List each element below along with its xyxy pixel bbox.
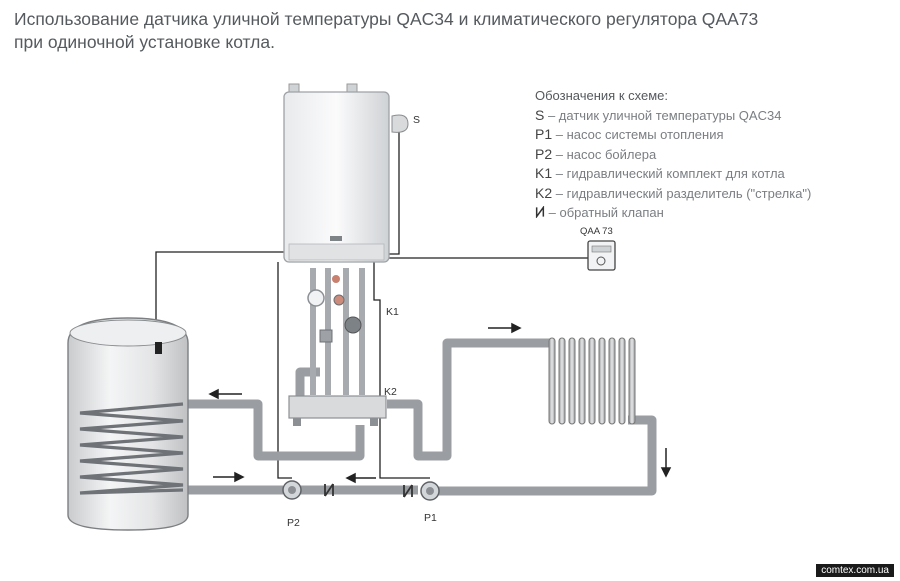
legend-text: – гидравлический комплект для котла — [555, 166, 785, 181]
pump-p1 — [420, 481, 440, 501]
tank-temperature-sensor — [155, 342, 162, 354]
flow-arrows — [208, 322, 672, 484]
legend-item: K2 – гидравлический разделитель ("стрелк… — [535, 184, 811, 204]
diagram-title: Использование датчика уличной температур… — [14, 8, 758, 54]
legend-key: S — [535, 106, 545, 123]
check-valve-icon — [535, 206, 545, 218]
label-p2: P2 — [287, 517, 300, 529]
legend-text: – обратный клапан — [548, 205, 664, 220]
outdoor-sensor-s — [391, 114, 409, 133]
legend-heading: Обозначения к схеме: — [535, 88, 668, 103]
label-k2: K2 — [384, 386, 397, 398]
pump-p2 — [282, 480, 302, 500]
return-pipe-from-radiator — [438, 415, 657, 496]
tank-heat-exchanger-coil — [79, 402, 184, 495]
legend-key: P1 — [535, 126, 553, 142]
legend-item: – обратный клапан — [535, 203, 811, 223]
label-qaa73: QAA 73 — [580, 226, 613, 237]
legend-text: – насос бойлера — [555, 146, 657, 162]
legend-item: K1 – гидравлический комплект для котла — [535, 164, 811, 184]
supply-pipe-to-radiator — [387, 338, 552, 461]
watermark: comtex.com.ua — [816, 564, 894, 577]
hydraulic-separator-k2 — [288, 395, 387, 426]
legend-text: – датчик уличной температуры QAC34 — [547, 107, 782, 123]
legend-item: P1 – насос системы отопления — [535, 125, 811, 145]
hydraulic-kit-k1 — [307, 268, 365, 395]
legend-item: S – датчик уличной температуры QAC34 — [535, 106, 811, 126]
check-valve-p2-line — [324, 483, 334, 497]
label-s: S — [413, 114, 421, 126]
legend-key: K1 — [535, 165, 553, 181]
legend-text: – насос системы отопления — [555, 127, 724, 142]
radiator — [548, 337, 636, 425]
room-controller-qaa73 — [587, 240, 616, 271]
title-line-1: Использование датчика уличной температур… — [14, 9, 759, 29]
legend-key: P2 — [535, 145, 553, 162]
label-p1: P1 — [424, 512, 437, 524]
check-valve-p1-line — [403, 484, 413, 498]
boiler-coil-return-pipe — [183, 399, 365, 461]
label-k1: K1 — [386, 306, 399, 318]
legend-key: K2 — [535, 184, 553, 201]
wall-boiler — [283, 83, 390, 263]
legend-item: P2 – насос бойлера — [535, 145, 811, 165]
title-line-2: при одиночной установке котла. — [14, 32, 275, 52]
diagram-legend: Обозначения к схеме: S – датчик уличной … — [535, 86, 811, 223]
legend-text: – гидравлический разделитель ("стрелка") — [555, 185, 812, 201]
water-heater-tank — [67, 317, 189, 531]
